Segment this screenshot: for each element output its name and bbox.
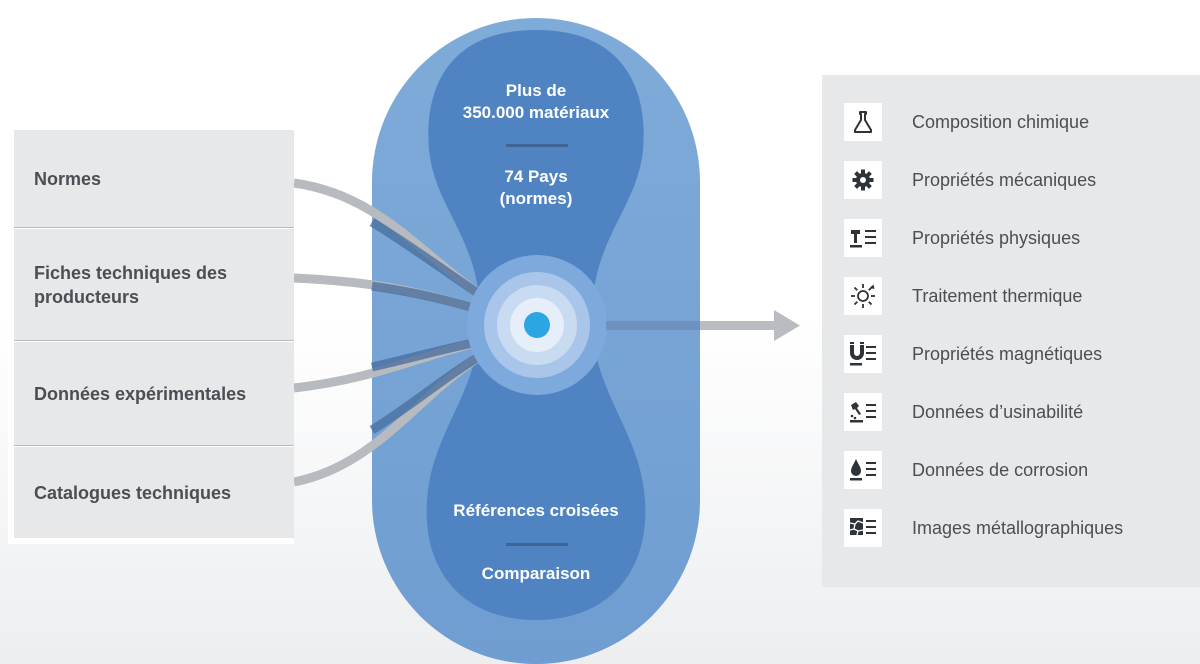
property-donnees-usinabilite: Données d’usinabilité bbox=[844, 393, 1194, 431]
property-label: Composition chimique bbox=[912, 111, 1090, 132]
properties-panel: Composition chimique bbox=[822, 75, 1200, 587]
comparison-label: Comparaison bbox=[481, 564, 591, 583]
droplet-icon bbox=[844, 451, 882, 489]
property-label: Propriétés mécaniques bbox=[912, 169, 1097, 190]
property-donnees-corrosion: Données de corrosion bbox=[844, 451, 1194, 489]
property-composition-chimique: Composition chimique bbox=[844, 103, 1194, 141]
flask-icon bbox=[844, 103, 882, 141]
source-item-catalogues: Catalogues techniques bbox=[14, 447, 294, 538]
property-traitement-thermique: Traitement thermique bbox=[844, 277, 1194, 315]
source-item-normes: Normes bbox=[14, 130, 294, 228]
hammer-icon bbox=[844, 219, 882, 257]
gear-icon bbox=[844, 161, 882, 199]
output-arrow bbox=[606, 310, 800, 341]
property-label: Propriétés magnétiques bbox=[912, 343, 1103, 364]
property-label: Images métallographiques bbox=[912, 517, 1124, 538]
sun-heat-icon bbox=[844, 277, 882, 315]
property-proprietes-physiques: Propriétés physiques bbox=[844, 219, 1194, 257]
property-images-metallographiques: Images métallographiques bbox=[844, 509, 1194, 547]
property-label: Propriétés physiques bbox=[912, 227, 1081, 248]
source-label: Données expérimentales bbox=[34, 383, 247, 404]
property-label: Données d’usinabilité bbox=[912, 401, 1084, 422]
source-label: Normes bbox=[34, 168, 102, 189]
magnet-icon bbox=[844, 335, 882, 373]
property-label: Données de corrosion bbox=[912, 459, 1089, 480]
countries-count: 74 Pays (normes) bbox=[499, 167, 573, 208]
sources-panel: Normes Fiches techniques des producteurs… bbox=[8, 130, 294, 544]
property-proprietes-mecaniques: Propriétés mécaniques bbox=[844, 161, 1194, 199]
property-label: Traitement thermique bbox=[912, 285, 1083, 306]
source-label: Catalogues techniques bbox=[34, 482, 232, 503]
materials-count: Plus de 350.000 matériaux bbox=[462, 81, 610, 122]
cross-references-label: Références croisées bbox=[453, 501, 619, 520]
micrograph-icon bbox=[844, 509, 882, 547]
separator-top bbox=[506, 144, 568, 147]
source-item-donnees-experimentales: Données expérimentales bbox=[14, 342, 294, 446]
source-label: Fiches techniques des producteurs bbox=[34, 262, 228, 307]
property-proprietes-magnetiques: Propriétés magnétiques bbox=[844, 335, 1194, 373]
separator-bottom bbox=[506, 543, 568, 546]
hub-core bbox=[524, 312, 550, 338]
machining-icon bbox=[844, 393, 882, 431]
source-item-fiches-techniques: Fiches techniques des producteurs bbox=[14, 229, 294, 341]
